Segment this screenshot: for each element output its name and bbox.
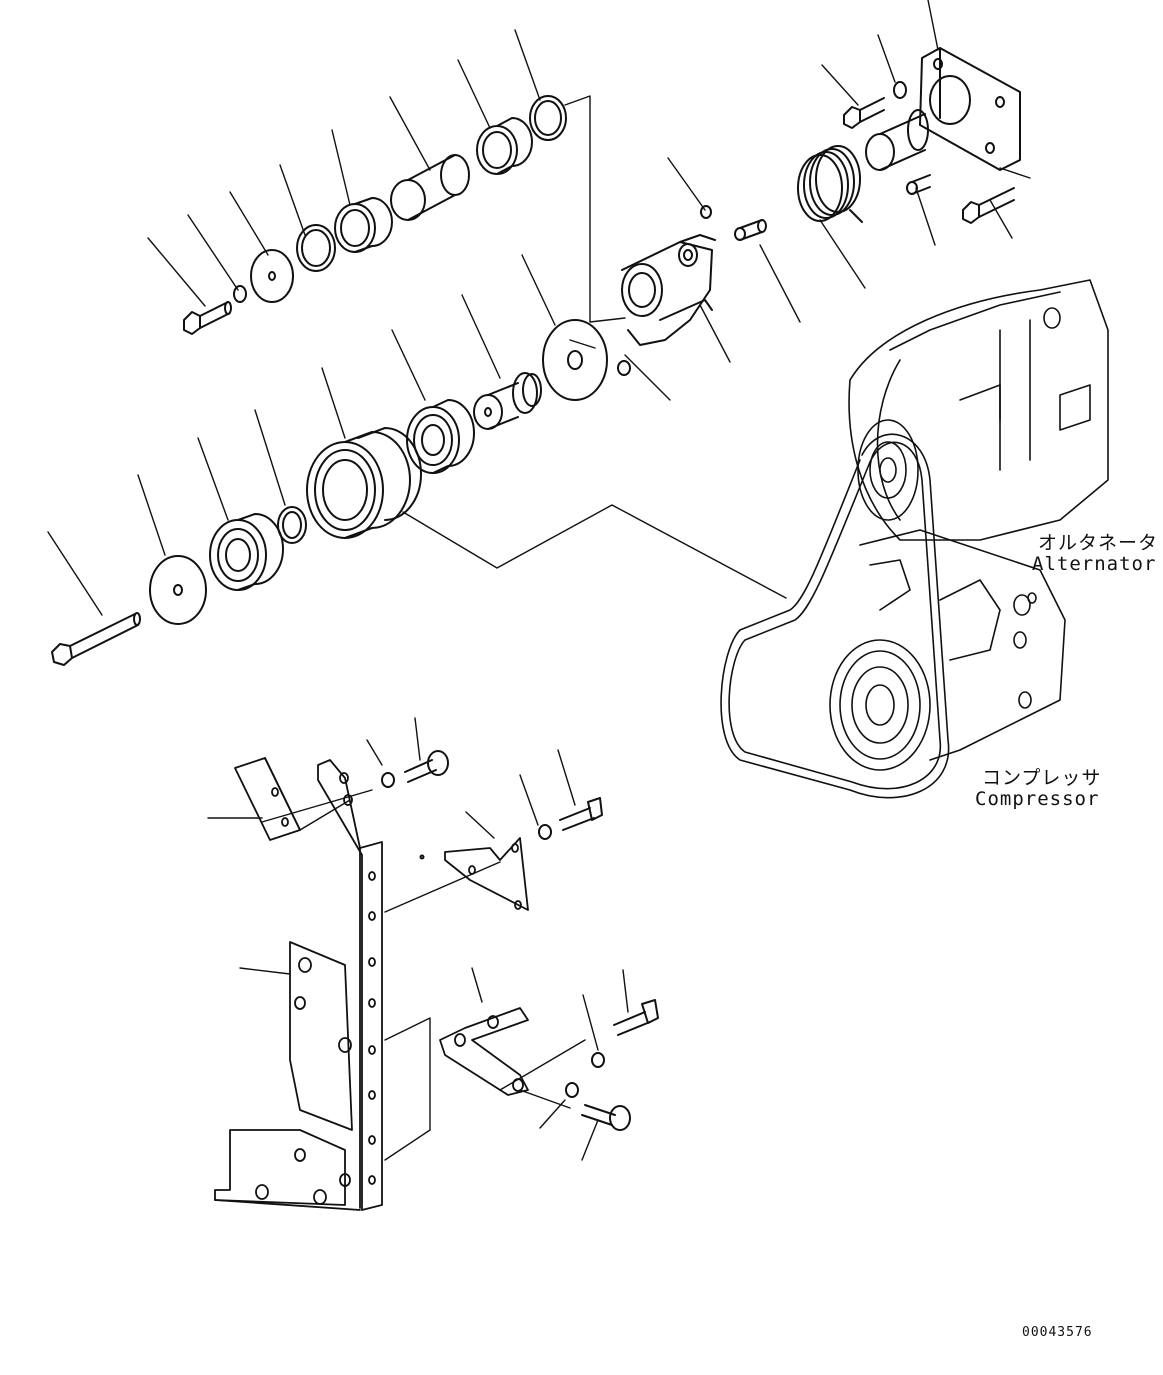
- bolt-lower-4: [581, 1104, 631, 1131]
- sleeve-pipe: [390, 154, 470, 221]
- spacer-block: [234, 757, 301, 841]
- pulley-cover-plate: [149, 555, 207, 625]
- compressor-label-en: Compressor: [975, 788, 1100, 810]
- long-bolt: [51, 612, 141, 666]
- washer-lower-1: [381, 772, 395, 788]
- bearing-2: [406, 399, 475, 474]
- dowel-pin-2: [906, 174, 931, 195]
- tensioner-shaft: [865, 109, 929, 171]
- drawing-number: 00043576: [1022, 1325, 1093, 1340]
- bolt-small-3: [962, 187, 1015, 224]
- small-dot-mark: [419, 854, 425, 860]
- washer-lower-2: [538, 824, 552, 840]
- bushing-2: [476, 117, 533, 175]
- leader-lines: [47, 0, 1031, 1161]
- tensioner-arm: [621, 234, 716, 346]
- bolt-small-2: [843, 97, 885, 129]
- grease-fitting-1: [700, 205, 712, 219]
- thrust-plate-1: [250, 249, 294, 303]
- bolt-small-1: [183, 301, 232, 335]
- seal-ring-1: [296, 224, 336, 272]
- compressor-label-jp: コンプレッサ: [982, 767, 1102, 789]
- main-bracket: [214, 759, 383, 1211]
- bolt-lower-2: [559, 797, 603, 831]
- l-bracket: [439, 1007, 529, 1096]
- bracket-plate: [444, 837, 529, 911]
- washer-lower-4: [565, 1082, 579, 1098]
- alternator-label-en: Alternator: [1032, 553, 1157, 575]
- seal-ring-2: [529, 95, 567, 141]
- grease-fitting-2: [617, 360, 631, 376]
- alternator: [848, 279, 1109, 541]
- bushing-1: [334, 197, 393, 253]
- washer-2: [893, 81, 907, 99]
- dowel-pin-1: [734, 219, 767, 241]
- washer-1: [233, 285, 247, 303]
- compressor: [829, 529, 1066, 771]
- bolt-lower-1: [404, 750, 449, 783]
- tensioner-base-bracket: [919, 47, 1021, 171]
- bearing-1: [209, 513, 284, 591]
- snap-ring: [277, 506, 307, 544]
- spacer-washer: [542, 319, 608, 401]
- bolt-lower-3: [613, 999, 659, 1036]
- pulley-shaft: [473, 372, 542, 430]
- alternator-label-jp: オルタネータ: [1038, 532, 1159, 554]
- idler-pulley: [306, 427, 422, 539]
- drive-belt: [720, 433, 950, 799]
- torsion-spring: [797, 145, 863, 223]
- washer-lower-3: [591, 1052, 605, 1068]
